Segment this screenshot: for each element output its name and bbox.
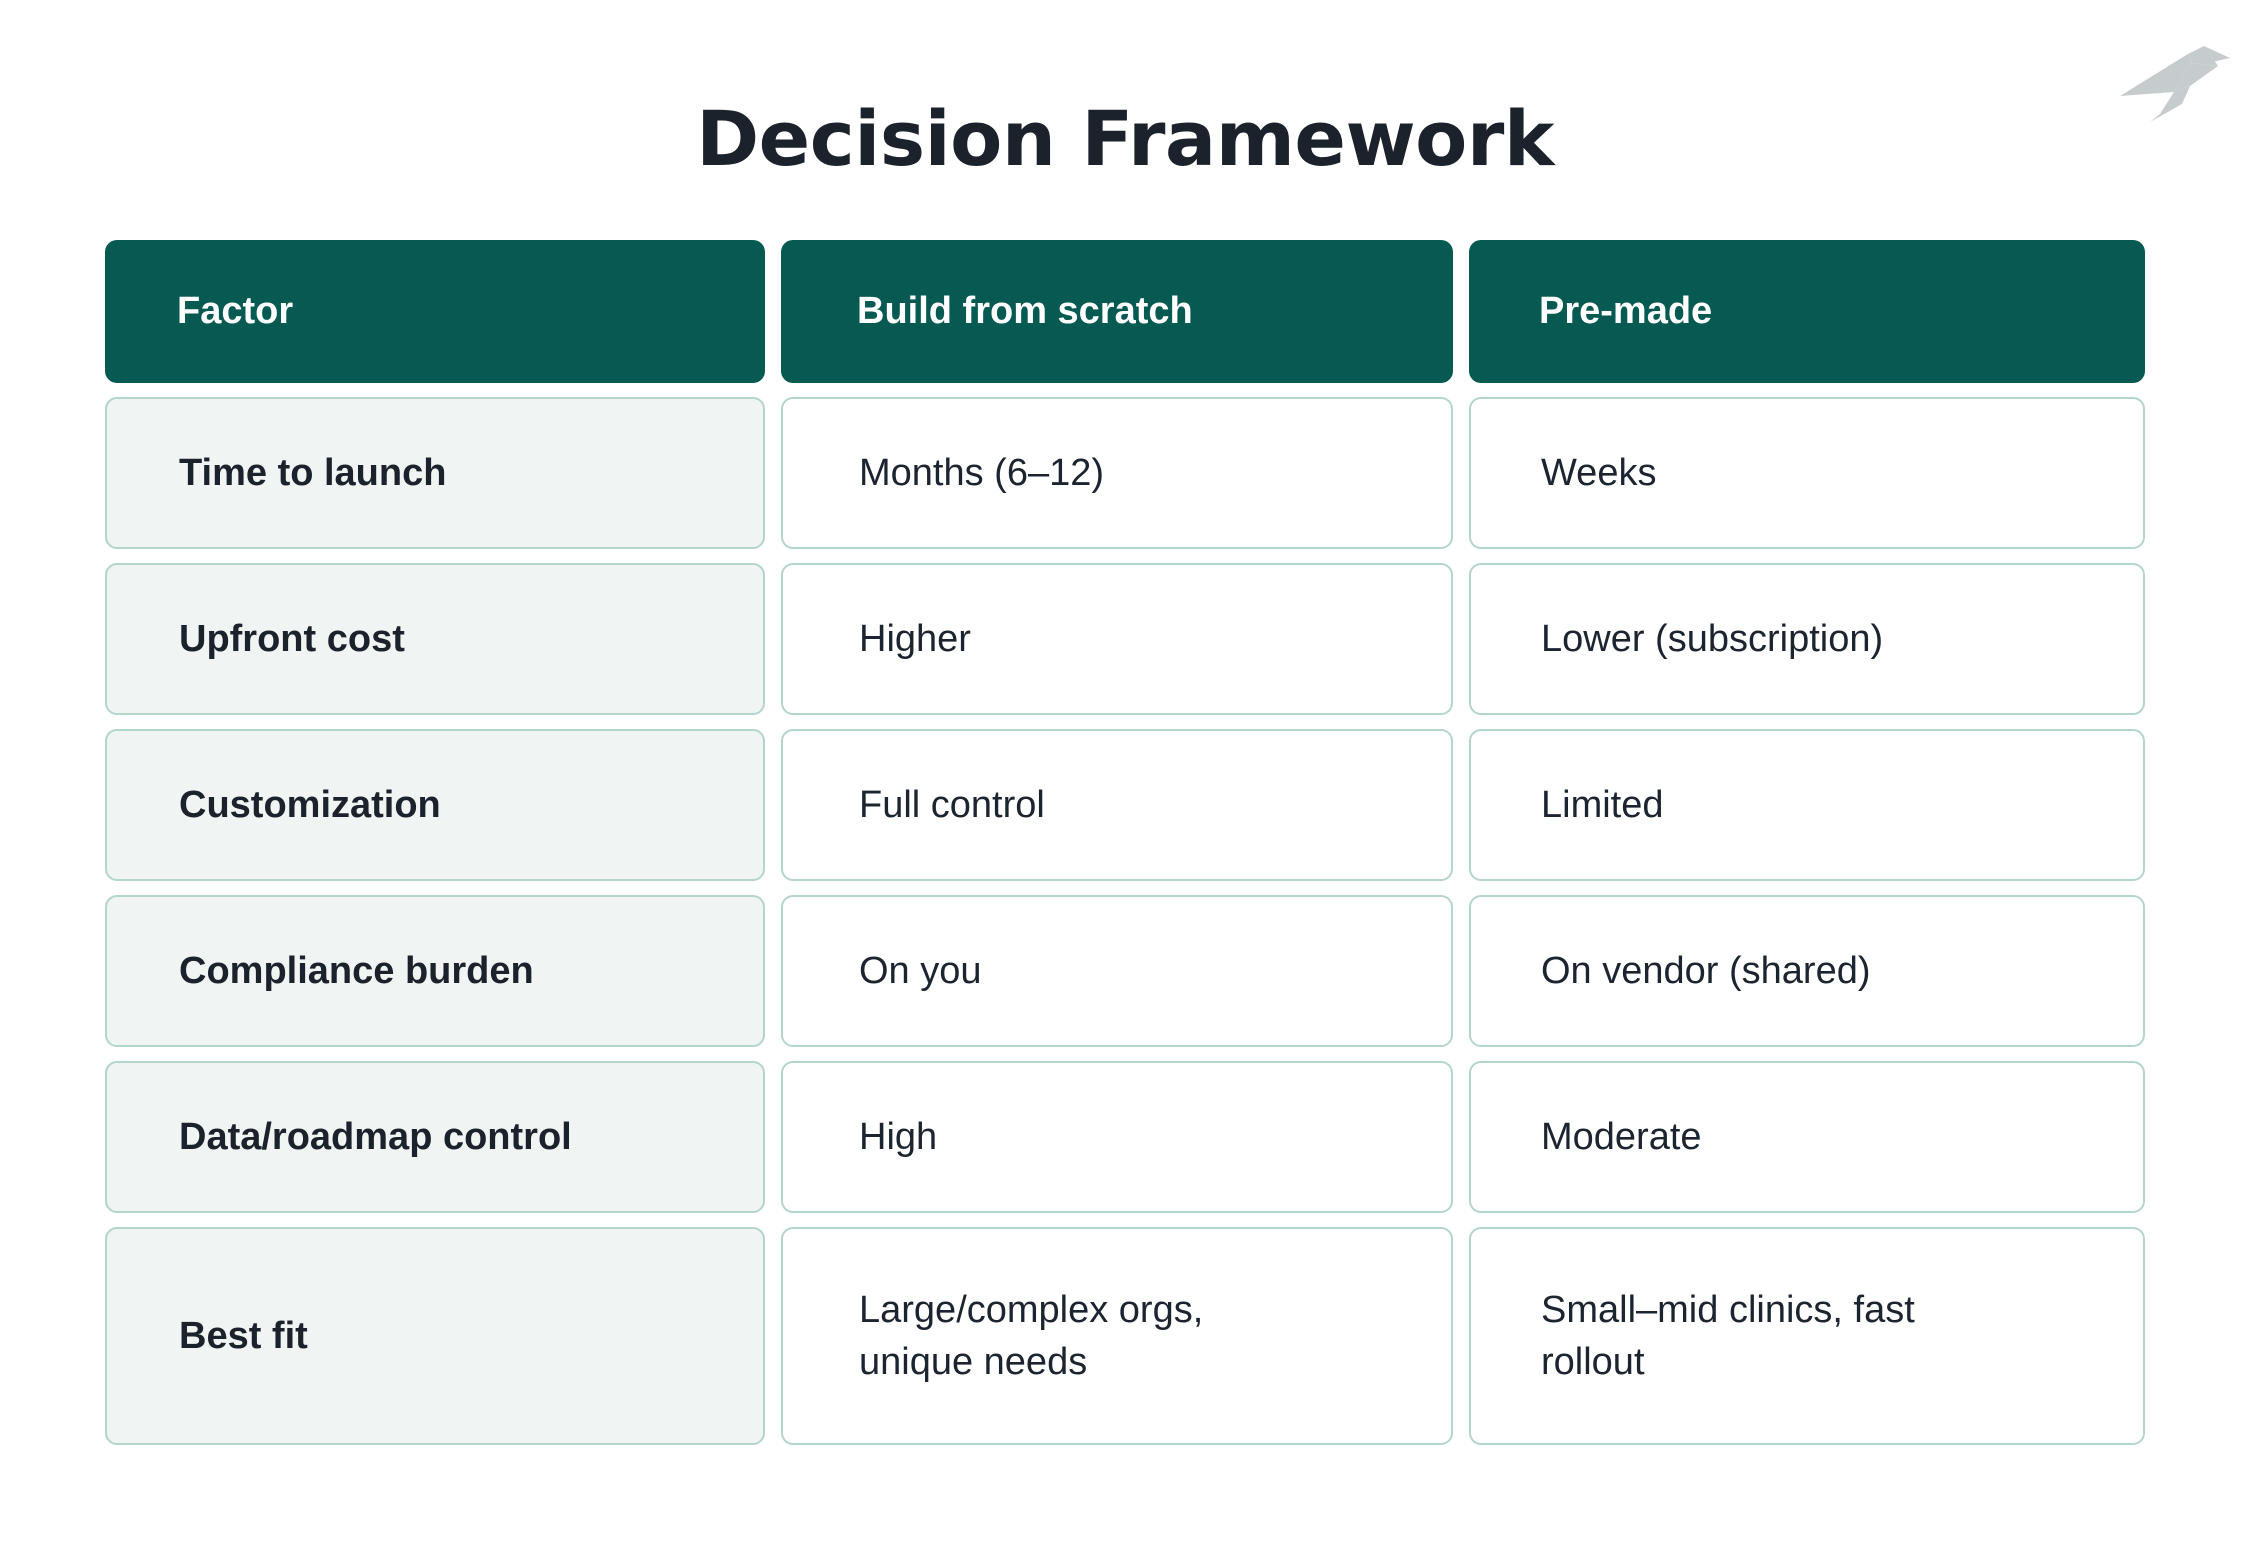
cell-text: Large/complex orgs, unique needs [859, 1289, 1204, 1383]
column-header-pre-made: Pre-made [1469, 240, 2145, 383]
cell-build-from-scratch: Large/complex orgs, unique needs [781, 1227, 1453, 1445]
cell-pre-made: Lower (subscription) [1469, 563, 2145, 715]
page-title: Decision Framework [696, 94, 1554, 183]
origami-bird-logo [2112, 18, 2232, 128]
cell-text: Weeks [1541, 452, 1657, 494]
table-row: Data/roadmap control High Moderate [105, 1061, 2145, 1213]
table-row: Time to launch Months (6–12) Weeks [105, 397, 2145, 549]
cell-text: On vendor (shared) [1541, 950, 1871, 992]
table-header-row: Factor Build from scratch Pre-made [105, 240, 2145, 383]
cell-text: Lower (subscription) [1541, 618, 1884, 660]
cell-text: High [859, 1116, 938, 1158]
decision-framework-table: Factor Build from scratch Pre-made Time … [105, 240, 2145, 1445]
cell-factor: Best fit [105, 1227, 765, 1445]
table-row: Customization Full control Limited [105, 729, 2145, 881]
cell-text: Full control [859, 784, 1045, 826]
cell-pre-made: Small–mid clinics, fast rollout [1469, 1227, 2145, 1445]
cell-pre-made: Moderate [1469, 1061, 2145, 1213]
cell-pre-made: On vendor (shared) [1469, 895, 2145, 1047]
cell-factor: Data/roadmap control [105, 1061, 765, 1213]
cell-text: Moderate [1541, 1116, 1702, 1158]
cell-factor: Upfront cost [105, 563, 765, 715]
cell-text: Limited [1541, 784, 1664, 826]
cell-text: On you [859, 950, 982, 992]
cell-factor: Compliance burden [105, 895, 765, 1047]
cell-build-from-scratch: High [781, 1061, 1453, 1213]
table-row: Best fit Large/complex orgs, unique need… [105, 1227, 2145, 1445]
cell-text: Months (6–12) [859, 452, 1105, 494]
cell-build-from-scratch: Full control [781, 729, 1453, 881]
cell-build-from-scratch: Higher [781, 563, 1453, 715]
cell-text: Small–mid clinics, fast rollout [1541, 1289, 1915, 1383]
cell-factor: Customization [105, 729, 765, 881]
cell-factor: Time to launch [105, 397, 765, 549]
column-header-factor: Factor [105, 240, 765, 383]
table-row: Compliance burden On you On vendor (shar… [105, 895, 2145, 1047]
table-row: Upfront cost Higher Lower (subscription) [105, 563, 2145, 715]
cell-build-from-scratch: Months (6–12) [781, 397, 1453, 549]
cell-build-from-scratch: On you [781, 895, 1453, 1047]
column-header-build-from-scratch: Build from scratch [781, 240, 1453, 383]
cell-pre-made: Limited [1469, 729, 2145, 881]
cell-pre-made: Weeks [1469, 397, 2145, 549]
cell-text: Higher [859, 618, 971, 660]
